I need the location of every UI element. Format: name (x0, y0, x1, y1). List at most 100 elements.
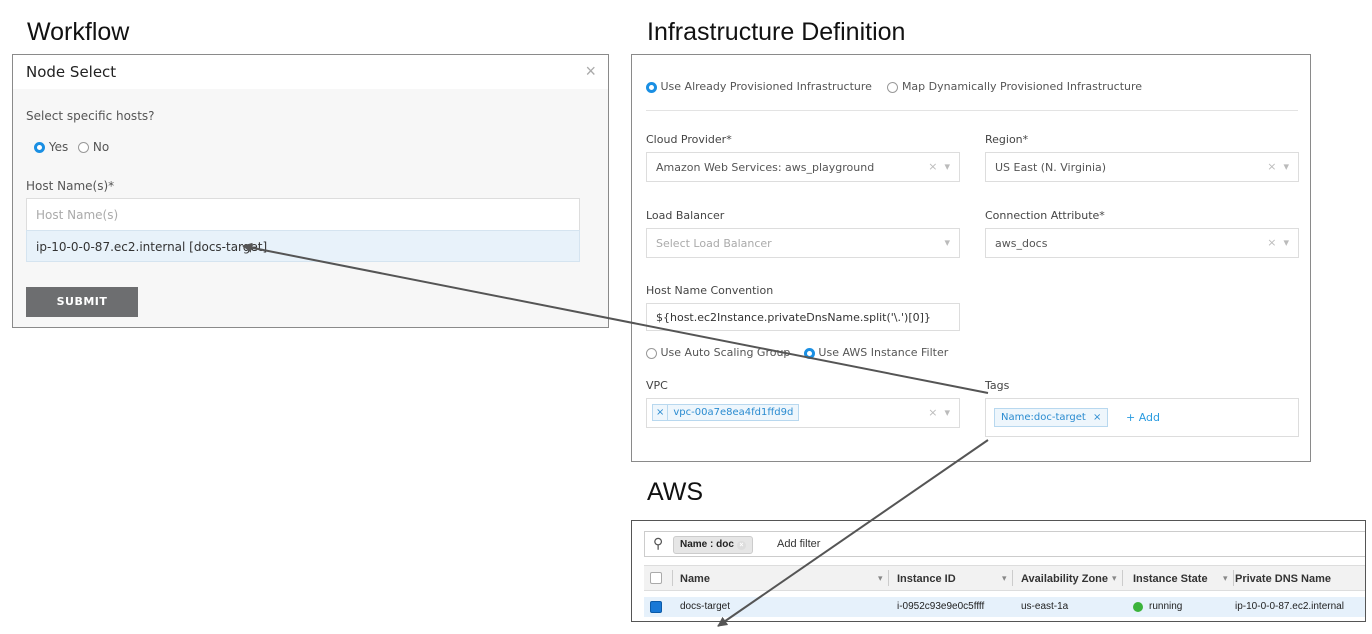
cell-availability-zone: us-east-1a (1021, 601, 1069, 612)
load-balancer-controls: ▾ (944, 236, 950, 249)
clear-icon[interactable]: × (1267, 236, 1277, 249)
add-tag-link[interactable]: + Add (1126, 411, 1161, 424)
remove-filter-icon[interactable]: × (736, 541, 746, 550)
clear-icon[interactable]: × (928, 406, 938, 419)
workflow-section-title: Workflow (27, 18, 130, 46)
column-separator (1012, 570, 1013, 586)
region-select[interactable]: US East (N. Virginia) × ▾ (985, 152, 1299, 182)
host-name-convention-value: ${host.ec2Instance.privateDnsName.split(… (656, 311, 931, 324)
host-names-placeholder: Host Name(s) (36, 208, 119, 222)
cell-private-dns: ip-10-0-0-87.ec2.internal (1235, 601, 1344, 612)
cloud-provider-value: Amazon Web Services: aws_playground (656, 161, 875, 174)
host-name-convention-input[interactable]: ${host.ec2Instance.privateDnsName.split(… (646, 303, 960, 331)
connection-attribute-value: aws_docs (995, 237, 1048, 250)
vpc-controls: × ▾ (928, 406, 950, 419)
instance-mode-radio-group: Use Auto Scaling Group Use AWS Instance … (646, 346, 954, 359)
instance-filter-label: Use AWS Instance Filter (818, 346, 949, 359)
load-balancer-select[interactable]: Select Load Balancer ▾ (646, 228, 960, 258)
yes-radio[interactable] (34, 142, 45, 153)
map-dynamic-radio[interactable] (887, 81, 899, 93)
dialog-title: Node Select (26, 63, 117, 81)
select-hosts-radio-group: Yes No (34, 140, 115, 154)
host-option[interactable]: ip-10-0-0-87.ec2.internal [docs-target] (26, 230, 580, 262)
host-option-label: ip-10-0-0-87.ec2.internal [docs-target] (36, 240, 268, 254)
aws-filter-bar[interactable]: ⚲ Name : doc× Add filter (644, 531, 1365, 557)
column-separator (1233, 570, 1234, 586)
tag-chip-remove-icon[interactable]: × (1093, 412, 1102, 423)
dialog-body: Select specific hosts? Yes No Host Name(… (13, 89, 608, 327)
chevron-down-icon[interactable]: ▾ (1283, 160, 1289, 173)
column-header-availability-zone[interactable]: Availability Zone (1021, 573, 1109, 585)
instance-filter-radio[interactable] (803, 347, 815, 359)
dialog-header: Node Select × (13, 55, 608, 90)
chevron-down-icon[interactable]: ▾ (944, 160, 950, 173)
connection-attribute-label: Connection Attribute* (985, 209, 1105, 222)
no-radio-label: No (92, 140, 110, 154)
table-row[interactable]: docs-target i-0952c93e9e0c5ffff us-east-… (644, 597, 1365, 617)
vpc-select[interactable]: ×vpc-00a7e8ea4fd1ffd9d × ▾ (646, 398, 960, 428)
use-provisioned-radio[interactable] (646, 81, 657, 93)
column-header-instance-id[interactable]: Instance ID (897, 573, 956, 585)
clear-icon[interactable]: × (1267, 160, 1277, 173)
name-filter-chip[interactable]: Name : doc× (673, 536, 753, 554)
sort-caret-icon[interactable]: ▾ (1112, 573, 1117, 583)
aws-section-title: AWS (647, 478, 704, 506)
cell-instance-state: running (1149, 601, 1183, 612)
map-dynamic-label: Map Dynamically Provisioned Infrastructu… (901, 80, 1143, 93)
chevron-down-icon[interactable]: ▾ (944, 406, 950, 419)
use-provisioned-label: Use Already Provisioned Infrastructure (660, 80, 872, 93)
close-icon[interactable]: × (585, 61, 596, 81)
region-value: US East (N. Virginia) (995, 161, 1107, 174)
chevron-down-icon[interactable]: ▾ (944, 236, 950, 249)
yes-radio-label: Yes (48, 140, 69, 154)
sort-caret-icon[interactable]: ▾ (878, 573, 883, 583)
submit-button[interactable]: SUBMIT (26, 287, 138, 317)
no-radio[interactable] (78, 142, 90, 153)
row-checkbox[interactable] (650, 601, 662, 613)
cloud-provider-label: Cloud Provider* (646, 133, 732, 146)
load-balancer-label: Load Balancer (646, 209, 725, 222)
name-filter-label: Name : doc (680, 539, 734, 550)
vpc-label: VPC (646, 379, 668, 392)
select-hosts-label: Select specific hosts? (26, 109, 155, 123)
host-names-input[interactable]: Host Name(s) (26, 198, 580, 231)
auto-scaling-label: Use Auto Scaling Group (660, 346, 791, 359)
auto-scaling-radio[interactable] (646, 347, 657, 359)
cell-instance-id: i-0952c93e9e0c5ffff (897, 601, 985, 612)
column-separator (888, 570, 889, 586)
column-header-instance-state[interactable]: Instance State (1133, 573, 1208, 585)
load-balancer-placeholder: Select Load Balancer (656, 237, 772, 250)
cloud-provider-select[interactable]: Amazon Web Services: aws_playground × ▾ (646, 152, 960, 182)
tag-chip-label: Name:doc-target (1001, 412, 1086, 423)
column-separator (672, 570, 673, 586)
infrastructure-definition-panel: Use Already Provisioned Infrastructure M… (631, 54, 1311, 462)
tag-chip[interactable]: Name:doc-target × (994, 408, 1109, 427)
tags-field[interactable]: Name:doc-target × + Add (985, 398, 1299, 437)
connection-attribute-select[interactable]: aws_docs × ▾ (985, 228, 1299, 258)
sort-caret-icon[interactable]: ▾ (1002, 573, 1007, 583)
chevron-down-icon[interactable]: ▾ (1283, 236, 1289, 249)
vpc-chip-remove-icon[interactable]: × (652, 404, 668, 421)
infra-section-title: Infrastructure Definition (647, 18, 906, 46)
cell-name: docs-target (680, 601, 731, 612)
aws-instances-panel: ⚲ Name : doc× Add filter Name ▾ Instance… (631, 520, 1366, 622)
vpc-chip[interactable]: vpc-00a7e8ea4fd1ffd9d (667, 404, 800, 421)
status-running-icon (1133, 602, 1143, 612)
node-select-dialog: Node Select × Select specific hosts? Yes… (12, 54, 609, 328)
region-label: Region* (985, 133, 1029, 146)
column-header-private-dns[interactable]: Private DNS Name (1235, 573, 1331, 585)
add-filter-input[interactable]: Add filter (777, 538, 821, 550)
aws-table-header: Name ▾ Instance ID ▾ Availability Zone ▾… (644, 565, 1365, 591)
divider (646, 110, 1298, 111)
column-header-name[interactable]: Name (680, 573, 710, 585)
select-all-checkbox[interactable] (650, 572, 662, 584)
tags-label: Tags (985, 379, 1010, 392)
host-name-convention-label: Host Name Convention (646, 284, 774, 297)
vpc-chip-group: ×vpc-00a7e8ea4fd1ffd9d (652, 404, 800, 421)
sort-caret-icon[interactable]: ▾ (1223, 573, 1228, 583)
search-icon: ⚲ (653, 535, 664, 551)
region-controls: × ▾ (1267, 160, 1289, 173)
connection-attribute-controls: × ▾ (1267, 236, 1289, 249)
clear-icon[interactable]: × (928, 160, 938, 173)
host-names-label: Host Name(s)* (26, 179, 115, 193)
